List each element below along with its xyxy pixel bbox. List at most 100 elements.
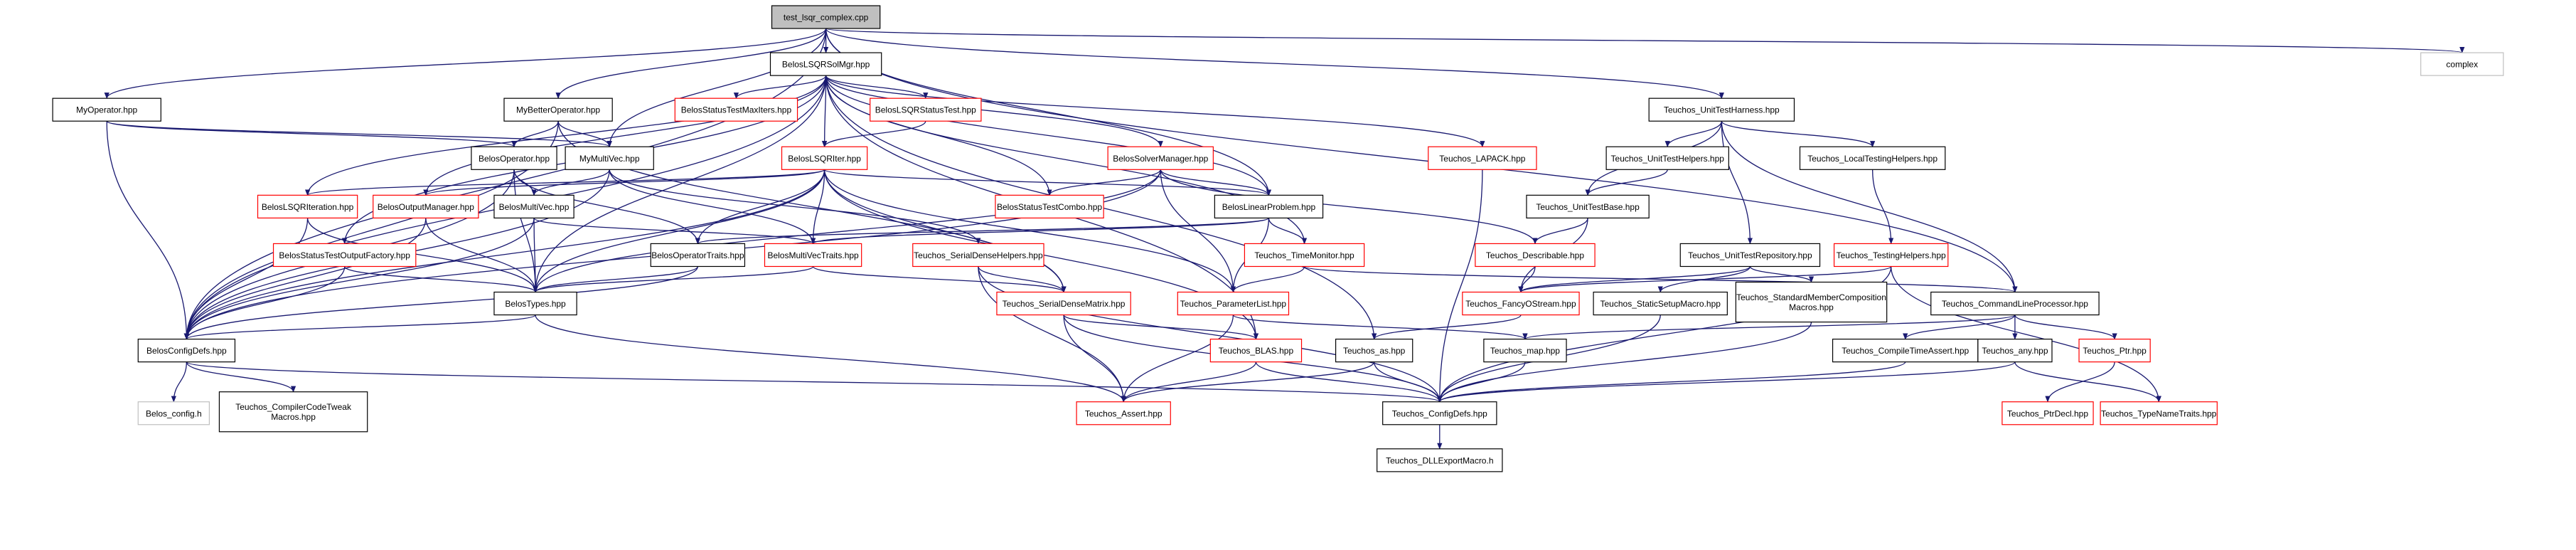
node-unittesthelpers[interactable]: Teuchos_UnitTestHelpers.hpp xyxy=(1605,146,1729,170)
node-statustestmaxiters[interactable]: BelosStatusTestMaxIters.hpp xyxy=(674,97,798,122)
node-teuchos_lapack[interactable]: Teuchos_LAPACK.hpp xyxy=(1428,146,1537,170)
node-serialdensematrix[interactable]: Teuchos_SerialDenseMatrix.hpp xyxy=(996,291,1131,316)
node-box xyxy=(1462,291,1580,316)
node-label: Teuchos_BLAS.hpp xyxy=(1219,346,1294,356)
node-lsqrstatustest[interactable]: BelosLSQRStatusTest.hpp xyxy=(870,97,982,122)
node-belosoperator[interactable]: BelosOperator.hpp xyxy=(471,146,557,170)
edge-belos_lsqrsolmgr-to-outputmanager xyxy=(423,75,827,196)
node-mybetteroperator[interactable]: MyBetterOperator.hpp xyxy=(503,97,613,122)
edge-unittestharness-to-unittesthelpers xyxy=(1664,121,1722,148)
node-label: Teuchos_SerialDenseHelpers.hpp xyxy=(914,250,1043,260)
edge-lsqriteration-to-belostypes xyxy=(306,218,538,293)
node-lsqriteration[interactable]: BelosLSQRIteration.hpp xyxy=(257,194,358,218)
edge-teuchos_as-to-teuchos_configdefs xyxy=(1374,361,1443,403)
edge-lsqrstatustest-to-lsqriter xyxy=(822,120,926,148)
node-belostypes[interactable]: BelosTypes.hpp xyxy=(493,291,577,316)
node-ptrdecl[interactable]: Teuchos_PtrDecl.hpp xyxy=(2002,401,2094,425)
node-outputmanager[interactable]: BelosOutputManager.hpp xyxy=(373,194,479,218)
node-label: Teuchos_StandardMemberComposition xyxy=(1736,292,1886,302)
node-box xyxy=(1526,194,1650,218)
edge-serialdensehelpers-to-serialdensematrix xyxy=(978,266,1067,293)
edge-lsqriter-to-operatortraits xyxy=(695,169,825,245)
edge-outputmanager-to-belostypes xyxy=(425,218,538,293)
node-timemonitor[interactable]: Teuchos_TimeMonitor.hpp xyxy=(1244,243,1365,268)
edge-multivectraits-to-belostypes xyxy=(533,265,814,293)
node-label: BelosLSQRStatusTest.hpp xyxy=(875,105,976,115)
node-teuchos_as[interactable]: Teuchos_as.hpp xyxy=(1335,339,1413,363)
node-box xyxy=(137,401,210,425)
edge-unittesthelpers-to-unittestbase xyxy=(1585,169,1668,196)
node-label: BelosSolverManager.hpp xyxy=(1113,154,1208,164)
node-multivectraits[interactable]: BelosMultiVecTraits.hpp xyxy=(764,243,862,268)
node-serialdensehelpers[interactable]: Teuchos_SerialDenseHelpers.hpp xyxy=(912,243,1044,268)
node-parameterlist[interactable]: Teuchos_ParameterList.hpp xyxy=(1177,291,1290,316)
node-teuchos_blas[interactable]: Teuchos_BLAS.hpp xyxy=(1209,339,1303,363)
edge-operatortraits-to-belosconfigdefs xyxy=(183,266,699,340)
edge-linearproblem-to-timemonitor xyxy=(1268,218,1308,245)
node-label: Teuchos_UnitTestBase.hpp xyxy=(1536,202,1640,212)
node-unittestrepository[interactable]: Teuchos_UnitTestRepository.hpp xyxy=(1679,243,1821,268)
edge-solvermanager-to-belostypes xyxy=(533,169,1161,293)
node-standardmembercomposition[interactable]: Teuchos_StandardMemberCompositionMacros.… xyxy=(1735,281,1888,323)
node-teuchos_any[interactable]: Teuchos_any.hpp xyxy=(1977,339,2053,363)
node-box xyxy=(137,339,236,363)
node-describable[interactable]: Teuchos_Describable.hpp xyxy=(1475,243,1596,268)
node-linearproblem[interactable]: BelosLinearProblem.hpp xyxy=(1214,194,1324,218)
edge-belosoperator-to-belosmultivec xyxy=(513,169,537,196)
node-belos_config[interactable]: Belos_config.h xyxy=(137,401,210,425)
edge-mybetteroperator-to-mymultivec xyxy=(557,121,612,148)
node-testinghelpers[interactable]: Teuchos_TestingHelpers.hpp xyxy=(1833,243,1949,268)
edge-myoperator-to-mymultivec xyxy=(106,120,612,148)
node-label: BelosConfigDefs.hpp xyxy=(146,346,227,356)
node-commandlineprocessor[interactable]: Teuchos_CommandLineProcessor.hpp xyxy=(1930,291,2100,316)
node-belosmultivec[interactable]: BelosMultiVec.hpp xyxy=(493,194,574,218)
node-localtestinghelpers[interactable]: Teuchos_LocalTestingHelpers.hpp xyxy=(1799,146,1946,170)
edge-lsqriter-to-outputmanager xyxy=(423,169,825,196)
node-statustestoutputfactory[interactable]: BelosStatusTestOutputFactory.hpp xyxy=(272,243,417,268)
node-belos_lsqrsolmgr[interactable]: BelosLSQRSolMgr.hpp xyxy=(769,52,882,76)
node-statustestcombo[interactable]: BelosStatusTestCombo.hpp xyxy=(995,194,1104,218)
node-complex[interactable]: complex xyxy=(2420,52,2504,76)
edge-lsqriter-to-lsqriteration xyxy=(305,169,825,196)
node-unittestharness[interactable]: Teuchos_UnitTestHarness.hpp xyxy=(1648,97,1795,122)
node-label: Teuchos_DLLExportMacro.h xyxy=(1386,455,1493,465)
node-myoperator[interactable]: MyOperator.hpp xyxy=(52,97,161,122)
node-box xyxy=(1483,339,1567,363)
node-box xyxy=(1382,401,1497,425)
node-box xyxy=(493,194,574,218)
node-box xyxy=(2100,401,2218,425)
edge-teuchos_blas-to-teuchos_assert xyxy=(1121,361,1257,403)
edge-belosoperator-to-operatortraits xyxy=(513,169,700,245)
node-teuchos_assert[interactable]: Teuchos_Assert.hpp xyxy=(1076,401,1171,425)
node-label: Teuchos_SerialDenseMatrix.hpp xyxy=(1003,299,1126,309)
node-solvermanager[interactable]: BelosSolverManager.hpp xyxy=(1107,146,1214,170)
node-typenametraits[interactable]: Teuchos_TypeNameTraits.hpp xyxy=(2100,401,2218,425)
node-box xyxy=(1735,281,1888,323)
node-box xyxy=(52,97,161,122)
node-teuchos_map[interactable]: Teuchos_map.hpp xyxy=(1483,339,1567,363)
node-staticsetupmacro[interactable]: Teuchos_StaticSetupMacro.hpp xyxy=(1593,291,1728,316)
edge-solvermanager-to-statustestcombo xyxy=(1047,169,1161,196)
node-box xyxy=(1377,448,1503,472)
node-dllexportmacro[interactable]: Teuchos_DLLExportMacro.h xyxy=(1377,448,1503,472)
node-unittestbase[interactable]: Teuchos_UnitTestBase.hpp xyxy=(1526,194,1650,218)
node-operatortraits[interactable]: BelosOperatorTraits.hpp xyxy=(650,243,746,268)
node-teuchos_configdefs[interactable]: Teuchos_ConfigDefs.hpp xyxy=(1382,401,1497,425)
edge-timemonitor-to-commandlineprocessor xyxy=(1303,265,2018,293)
node-fancyostream[interactable]: Teuchos_FancyOStream.hpp xyxy=(1462,291,1580,316)
node-belosconfigdefs[interactable]: BelosConfigDefs.hpp xyxy=(137,339,236,363)
node-lsqriter[interactable]: BelosLSQRIter.hpp xyxy=(781,146,868,170)
node-mymultivec[interactable]: MyMultiVec.hpp xyxy=(565,146,654,170)
node-box xyxy=(870,97,982,122)
edge-root-to-unittestharness xyxy=(825,28,1724,100)
node-teuchos_ptr[interactable]: Teuchos_Ptr.hpp xyxy=(2078,339,2151,363)
node-box xyxy=(1428,146,1537,170)
node-compiletimeassert[interactable]: Teuchos_CompileTimeAssert.hpp xyxy=(1832,339,1979,363)
node-root[interactable]: test_lsqr_complex.cpp xyxy=(771,5,881,29)
node-label: Teuchos_any.hpp xyxy=(1982,346,2048,356)
node-label: BelosLSQRIteration.hpp xyxy=(262,202,354,212)
node-label: Teuchos_CommandLineProcessor.hpp xyxy=(1942,299,2088,309)
edge-lsqriter-to-multivectraits xyxy=(810,169,825,245)
